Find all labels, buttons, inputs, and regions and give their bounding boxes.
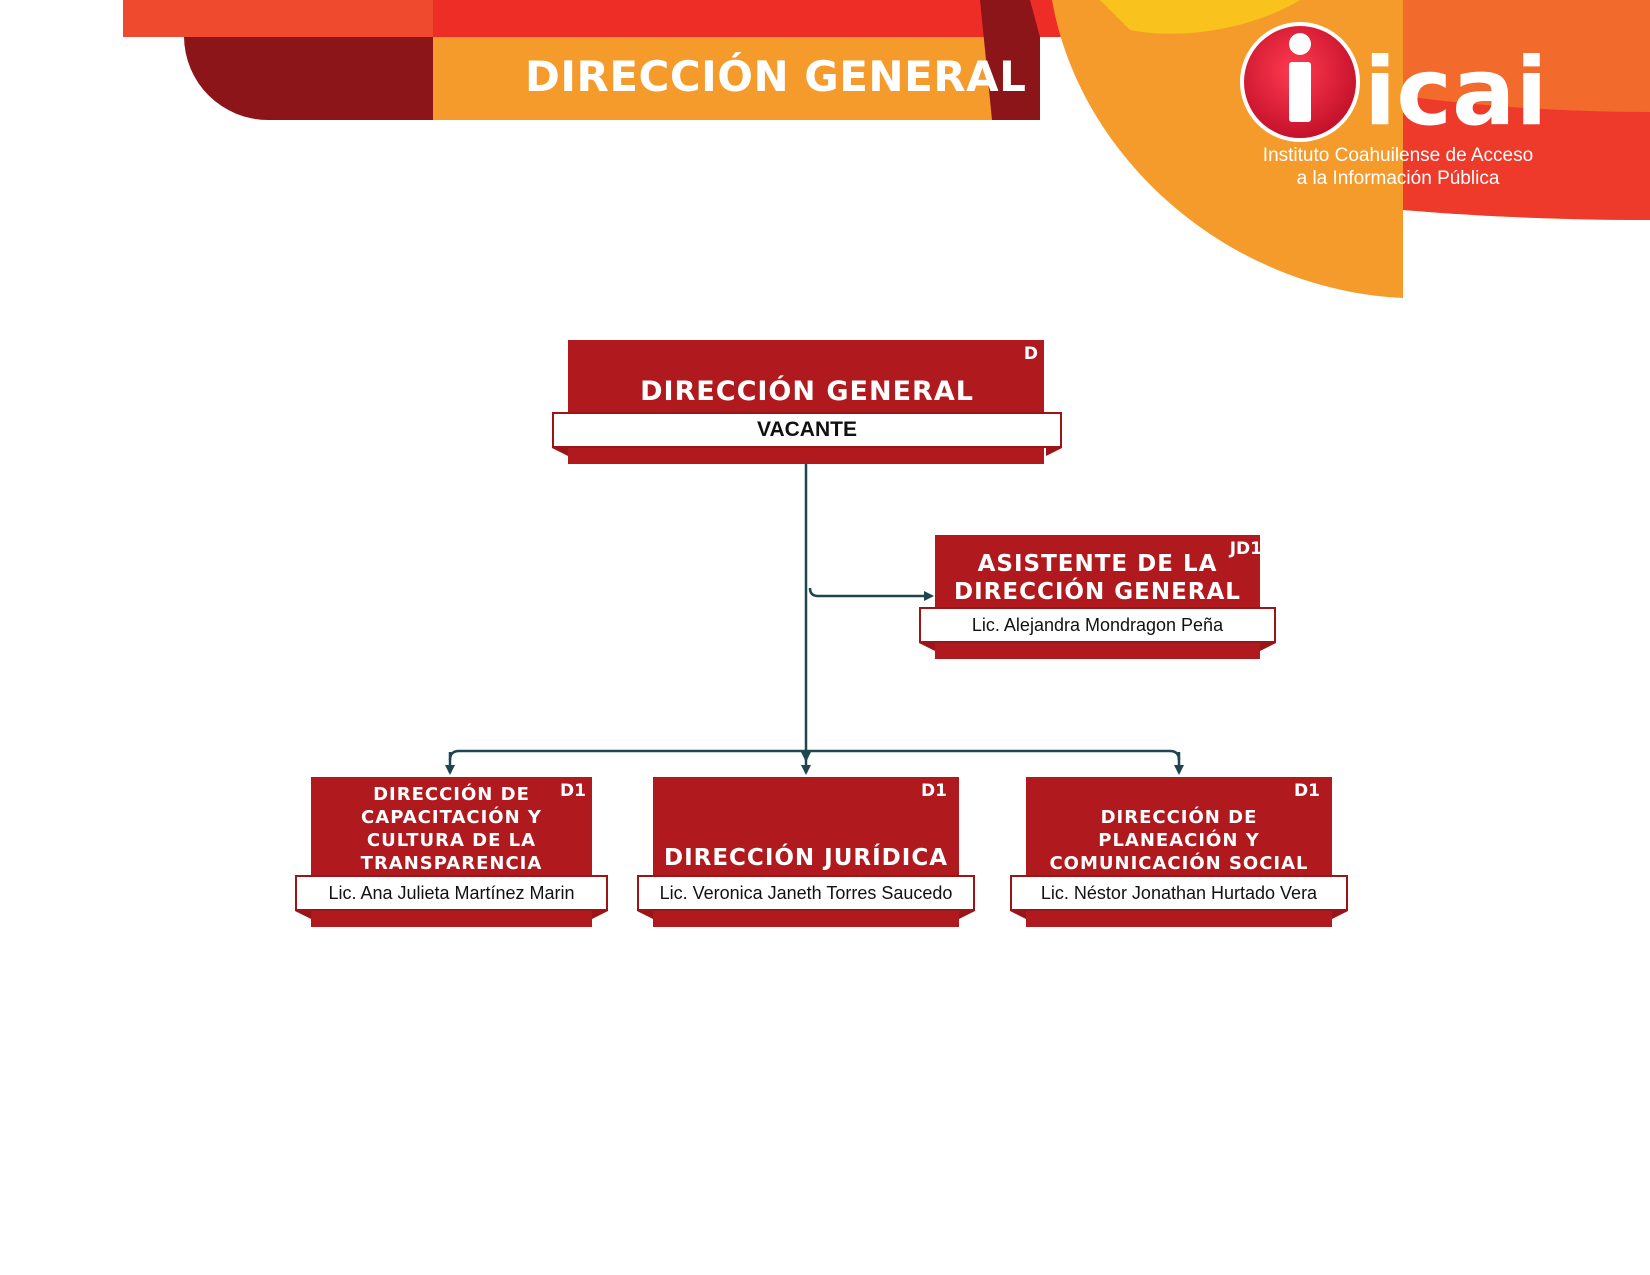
logo-subtitle-line1: Instituto Coahuilense de Acceso xyxy=(1262,145,1534,166)
node-direccion-general: D DIRECCIÓN GENERAL VACANTE xyxy=(552,340,1062,464)
node-direccion-general-name: VACANTE xyxy=(552,412,1062,448)
node-planeacion: D1 DIRECCIÓN DE PLANEACIÓN Y COMUNICACIÓ… xyxy=(1010,777,1348,927)
logo-subtitle-line2: a la Información Pública xyxy=(1296,168,1500,189)
node-asistente-title-line1: ASISTENTE DE LA xyxy=(977,551,1218,577)
node-direccion-general-title: DIRECCIÓN GENERAL xyxy=(640,376,974,407)
banner-red-corner-top xyxy=(1403,0,1650,112)
banner-top-strip-left xyxy=(123,0,433,37)
node-planeacion-code: D1 xyxy=(1294,781,1320,801)
banner-yellow-arc xyxy=(1100,0,1300,34)
node-asistente-code: JD1 xyxy=(1229,539,1262,559)
node-asistente: JD1 ASISTENTE DE LA DIRECCIÓN GENERAL Li… xyxy=(919,535,1276,659)
node-planeacion-title-line1: DIRECCIÓN DE xyxy=(1100,807,1258,828)
header-banner xyxy=(123,0,1650,298)
node-asistente-name: Lic. Alejandra Mondragon Peña xyxy=(919,607,1276,643)
node-planeacion-name: Lic. Néstor Jonathan Hurtado Vera xyxy=(1010,875,1348,911)
assistant-line xyxy=(808,587,934,601)
banner-dark-tab xyxy=(184,37,433,121)
node-capacitacion: D1 DIRECCIÓN DE CAPACITACIÓN Y CULTURA D… xyxy=(295,777,608,927)
icai-logo: icai xyxy=(1240,22,1548,147)
node-juridica-name: Lic. Veronica Janeth Torres Saucedo xyxy=(637,875,975,911)
page-title: DIRECCIÓN GENERAL xyxy=(525,52,1027,101)
logo-wordmark: icai xyxy=(1364,38,1548,147)
node-juridica: D1 DIRECCIÓN JURÍDICA Lic. Veronica Jane… xyxy=(637,777,975,927)
node-capacitacion-title-line1: DIRECCIÓN DE xyxy=(373,784,530,805)
node-capacitacion-title-line2: CAPACITACIÓN Y xyxy=(361,807,542,828)
banner-dark-sliver xyxy=(980,0,1040,120)
node-capacitacion-code: D1 xyxy=(560,781,586,801)
node-capacitacion-name: Lic. Ana Julieta Martínez Marin xyxy=(295,875,608,911)
branch-line xyxy=(448,749,1181,761)
banner-orange-band xyxy=(433,37,993,120)
logo-i-dot-icon xyxy=(1289,33,1311,55)
node-capacitacion-title-line3: CULTURA DE LA xyxy=(366,830,537,851)
node-juridica-code: D1 xyxy=(921,781,947,801)
node-planeacion-title-line2: PLANEACIÓN Y xyxy=(1098,830,1260,851)
node-direccion-general-code: D xyxy=(1023,344,1038,364)
node-juridica-title: DIRECCIÓN JURÍDICA xyxy=(663,845,949,871)
node-asistente-title-line2: DIRECCIÓN GENERAL xyxy=(954,579,1241,605)
logo-i-stem-icon xyxy=(1289,62,1311,122)
node-capacitacion-title-line4: TRANSPARENCIA xyxy=(360,853,543,874)
node-planeacion-title-line3: COMUNICACIÓN SOCIAL xyxy=(1049,853,1309,874)
